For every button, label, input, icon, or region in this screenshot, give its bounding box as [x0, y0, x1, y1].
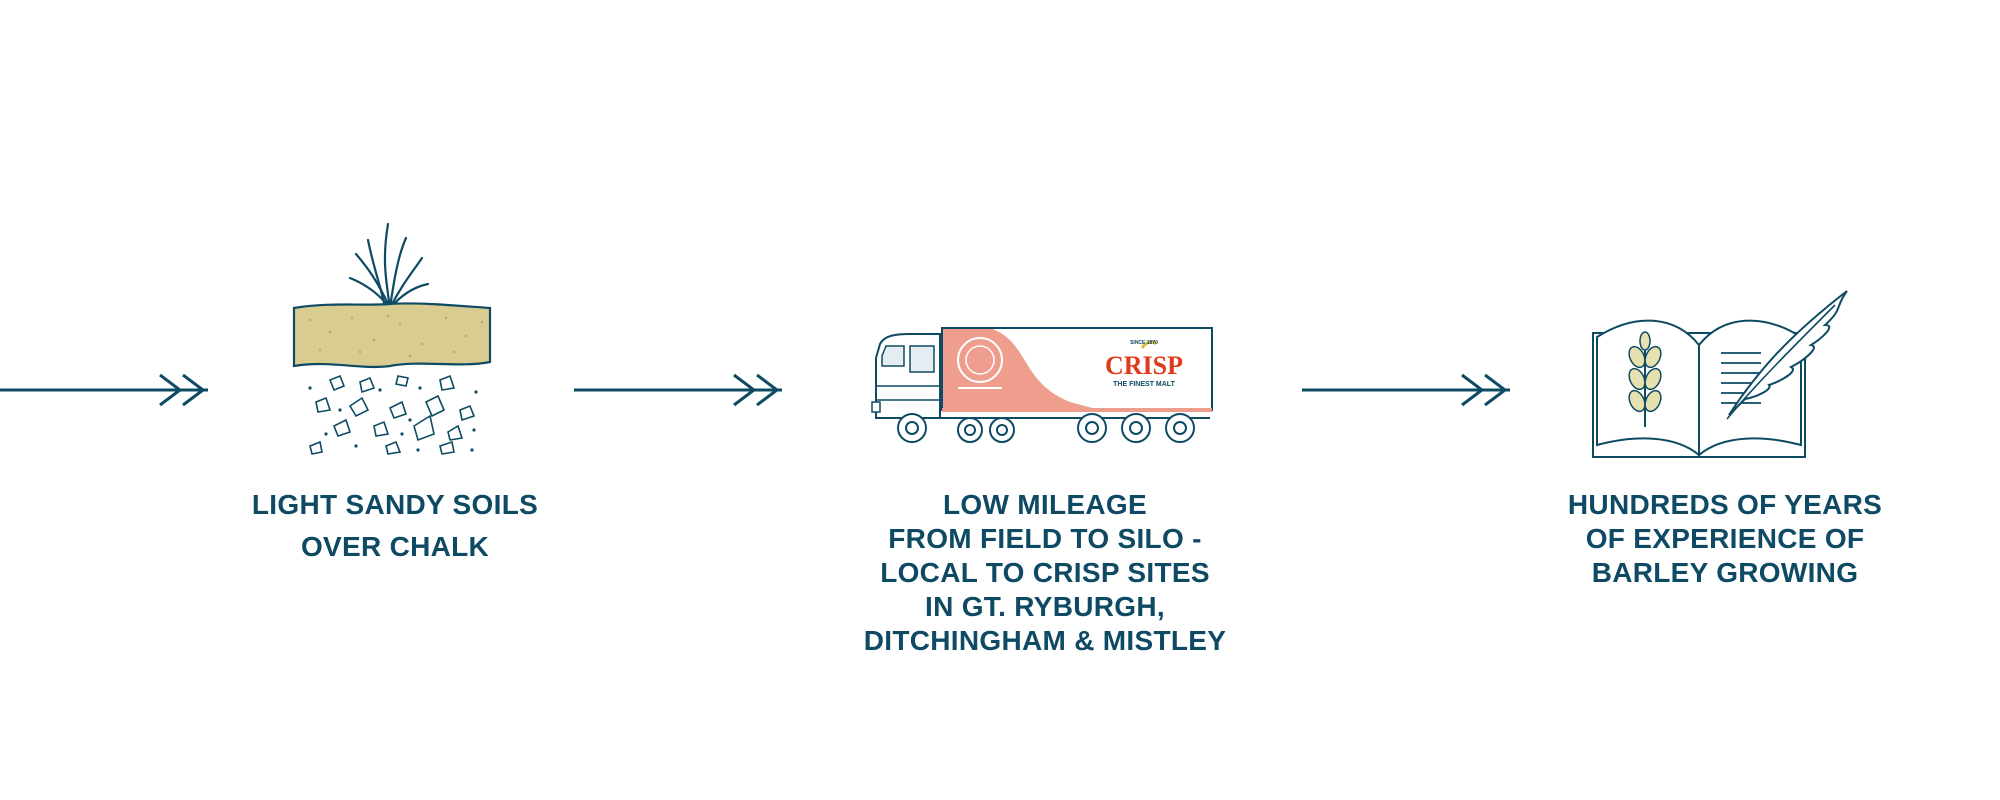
caption-line: DITCHINGHAM & MISTLEY — [863, 625, 1227, 656]
flow-arrow-3 — [1302, 370, 1514, 410]
caption-line: LOCAL TO CRISP SITES — [880, 557, 1210, 588]
brand-name: CRISP — [1105, 351, 1183, 380]
book-with-quill-icon — [1585, 285, 1865, 465]
brand-tagline: THE FINEST MALT — [1113, 381, 1175, 388]
caption-line: HUNDREDS OF YEARS — [1567, 489, 1883, 520]
caption-line: BARLEY GROWING — [1591, 557, 1859, 588]
flow-arrow-2 — [574, 370, 786, 410]
flow-arrow-1 — [0, 370, 212, 410]
caption-line: FROM FIELD TO SILO - — [888, 523, 1202, 554]
crisp-lorry-icon: CRISP THE FINEST MALT SINCE 1870 — [870, 322, 1220, 450]
caption-line: IN GT. RYBURGH, — [925, 591, 1165, 622]
caption-line: LIGHT SANDY SOILS — [251, 489, 539, 520]
caption-line: OF EXPERIENCE OF — [1585, 523, 1865, 554]
step-1-caption: LIGHT SANDY SOILS OVER CHALK — [220, 488, 570, 564]
step-3-caption: HUNDREDS OF YEARS OF EXPERIENCE OF BARLE… — [1525, 488, 1925, 590]
soil-with-grass-icon — [290, 220, 500, 460]
caption-line: OVER CHALK — [300, 531, 490, 562]
caption-line: LOW MILEAGE — [943, 489, 1147, 520]
step-2-caption: LOW MILEAGE FROM FIELD TO SILO - LOCAL T… — [845, 488, 1245, 658]
brand-since: SINCE 1870 — [1130, 340, 1158, 346]
